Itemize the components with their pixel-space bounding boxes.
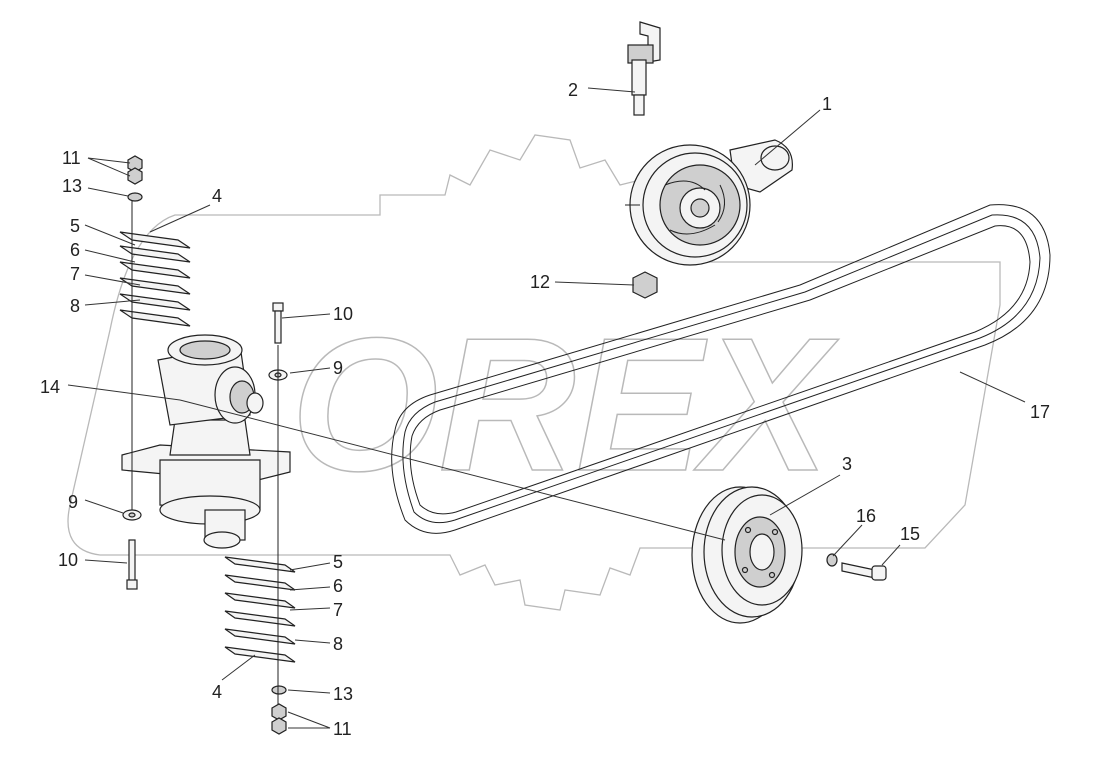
nut-11-bottom bbox=[271, 703, 287, 735]
washer-13-top bbox=[127, 192, 143, 202]
callout-10-top: 10 bbox=[333, 304, 353, 324]
callout-16: 16 bbox=[856, 506, 876, 526]
shim-stack-bottom bbox=[224, 556, 296, 663]
bolt-10-top bbox=[272, 302, 284, 344]
callout-5-bottom: 5 bbox=[333, 552, 343, 572]
leader-lines bbox=[67, 87, 1026, 729]
callout-labels: 2 1 3 12 16 15 17 14 10 9 9 10 11 13 4 5… bbox=[40, 80, 1050, 739]
callout-9-top: 9 bbox=[333, 358, 343, 378]
bolt-bracket-2 bbox=[627, 21, 661, 116]
callout-14: 14 bbox=[40, 377, 60, 397]
bolt-15 bbox=[841, 562, 887, 581]
callout-7-top: 7 bbox=[70, 264, 80, 284]
callout-2: 2 bbox=[568, 80, 578, 100]
callout-13-top: 13 bbox=[62, 176, 82, 196]
callout-11-top: 11 bbox=[62, 148, 81, 168]
drive-pulley-3 bbox=[691, 486, 803, 624]
nut-11-top bbox=[127, 155, 143, 185]
watermark-text: OREX bbox=[291, 299, 840, 511]
washer-16 bbox=[826, 553, 838, 567]
gearbox-14 bbox=[121, 334, 291, 549]
callout-4-bottom: 4 bbox=[212, 682, 222, 702]
callout-3: 3 bbox=[842, 454, 852, 474]
callout-8-top: 8 bbox=[70, 296, 80, 316]
callout-1: 1 bbox=[822, 94, 832, 114]
callout-10-bottom: 10 bbox=[58, 550, 78, 570]
callout-5-top: 5 bbox=[70, 216, 80, 236]
callout-6-top: 6 bbox=[70, 240, 80, 260]
callout-6-bottom: 6 bbox=[333, 576, 343, 596]
shim-stack-top bbox=[119, 231, 191, 327]
bolt-10-bottom bbox=[126, 539, 138, 590]
callout-13-bottom: 13 bbox=[333, 684, 353, 704]
callout-4-top: 4 bbox=[212, 186, 222, 206]
callout-15: 15 bbox=[900, 524, 920, 544]
watermark-gear-outline bbox=[67, 134, 1001, 611]
washer-13-bottom bbox=[271, 685, 287, 695]
washer-9-bottom bbox=[122, 509, 142, 521]
tensioner-pulley-1 bbox=[625, 139, 793, 266]
belt-17 bbox=[391, 204, 1051, 534]
callout-9-bottom: 9 bbox=[68, 492, 78, 512]
callout-8-bottom: 8 bbox=[333, 634, 343, 654]
callout-17: 17 bbox=[1030, 402, 1050, 422]
watermark-letters: OREX bbox=[290, 298, 840, 512]
callout-7-bottom: 7 bbox=[333, 600, 343, 620]
callout-12: 12 bbox=[530, 272, 550, 292]
callout-11-bottom: 11 bbox=[333, 719, 352, 739]
nut-12 bbox=[632, 271, 658, 299]
watermark-logo: OREX bbox=[67, 134, 1001, 611]
